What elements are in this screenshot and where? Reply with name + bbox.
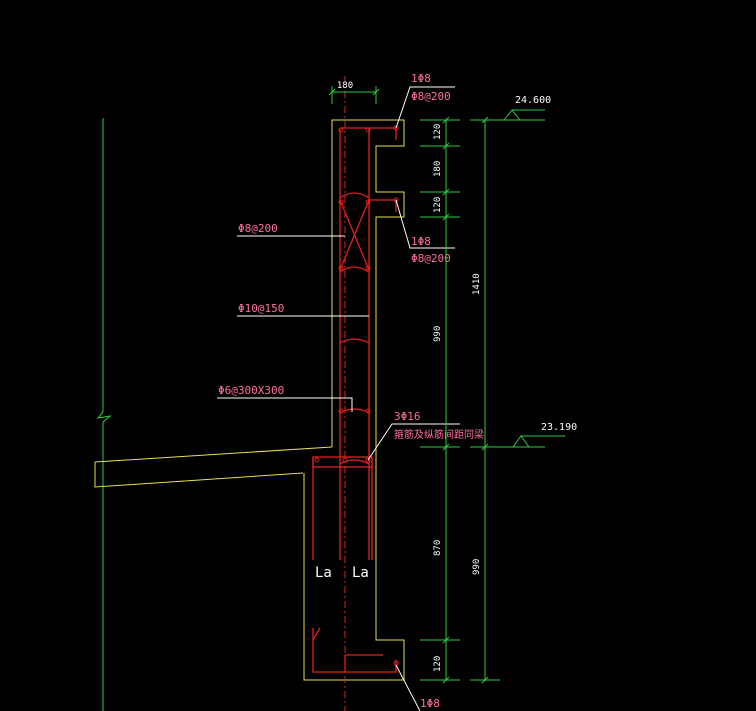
leader-lines bbox=[217, 86, 460, 711]
label-note: 箍筋及纵筋间距同梁 bbox=[394, 428, 484, 441]
rebar-dots bbox=[314, 125, 399, 666]
label-mid-bar-stirrup: Φ8@200 bbox=[411, 252, 451, 265]
elevation-marker-floor bbox=[495, 435, 565, 448]
label-top-bar-count: 1Φ8 bbox=[411, 72, 431, 85]
label-longitudinal-bars: 3Φ16 bbox=[394, 410, 421, 423]
label-top-bar-stirrup: Φ8@200 bbox=[411, 90, 451, 103]
label-mid-bar-count: 1Φ8 bbox=[411, 235, 431, 248]
label-main-bars: Φ10@150 bbox=[238, 302, 284, 315]
elevation-marker-top bbox=[495, 109, 545, 121]
label-tie-spacing: Φ6@300X300 bbox=[218, 384, 284, 397]
concrete-outline bbox=[94, 119, 405, 681]
wall-outline bbox=[303, 119, 405, 681]
dim-seg-bottom: 120 bbox=[433, 656, 443, 672]
anchorage-right: La bbox=[352, 565, 369, 581]
label-cross-tie: Φ8@200 bbox=[238, 222, 278, 235]
floor-slab-outline bbox=[94, 446, 333, 463]
dim-seg-lower-wall: 870 bbox=[433, 540, 443, 556]
dim-seg-upper-wall: 990 bbox=[433, 326, 443, 342]
dim-total-upper: 1410 bbox=[472, 273, 482, 295]
vertical-dimensions bbox=[420, 116, 500, 684]
anchorage-left: La bbox=[315, 565, 332, 581]
top-width-dimension bbox=[328, 86, 380, 104]
elevation-top: 24.600 bbox=[515, 95, 551, 106]
dim-seg-top-3: 120 bbox=[433, 197, 443, 213]
elevation-floor: 23.190 bbox=[541, 422, 577, 433]
rebar-group bbox=[312, 127, 397, 673]
dim-total-lower: 990 bbox=[472, 559, 482, 575]
dim-seg-top-1: 120 bbox=[433, 124, 443, 140]
reference-axis-line bbox=[96, 118, 112, 711]
label-bottom-bar-count: 1Φ8 bbox=[420, 697, 440, 710]
top-width-value: 180 bbox=[337, 81, 353, 91]
dim-seg-top-2: 180 bbox=[433, 161, 443, 177]
